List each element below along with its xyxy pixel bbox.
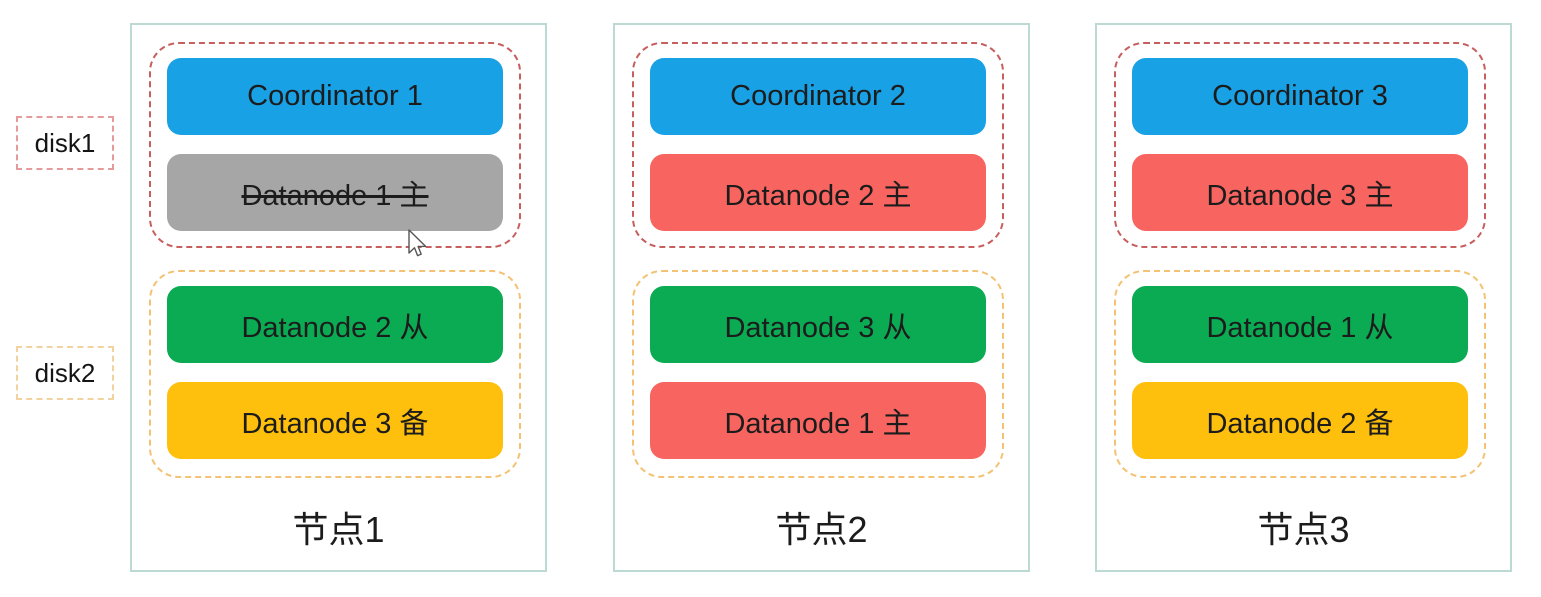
node-3-disk1-group: Coordinator 3 Datanode 3 主 bbox=[1114, 42, 1486, 248]
datanode-3-primary-box: Datanode 3 主 bbox=[1132, 154, 1468, 231]
node-3-container: Coordinator 3 Datanode 3 主 Datanode 1 从 … bbox=[1095, 23, 1512, 572]
datanode-3-secondary-box: Datanode 3 备 bbox=[167, 382, 503, 459]
datanode-1-primary-box: Datanode 1 主 bbox=[650, 382, 986, 459]
disk2-label: disk2 bbox=[16, 346, 114, 400]
node-3-label: 节点3 bbox=[1257, 509, 1350, 550]
coordinator-2-box: Coordinator 2 bbox=[650, 58, 986, 135]
coordinator-1-box: Coordinator 1 bbox=[167, 58, 503, 135]
node-2-disk1-group: Coordinator 2 Datanode 2 主 bbox=[632, 42, 1004, 248]
node-1-container: Coordinator 1 Datanode 1 主 Datanode 2 从 … bbox=[130, 23, 547, 572]
node-2-label: 节点2 bbox=[775, 509, 868, 550]
datanode-2-standby-box: Datanode 2 从 bbox=[167, 286, 503, 363]
datanode-1-standby-box: Datanode 1 从 bbox=[1132, 286, 1468, 363]
node-2-container: Coordinator 2 Datanode 2 主 Datanode 3 从 … bbox=[613, 23, 1030, 572]
datanode-2-primary-box: Datanode 2 主 bbox=[650, 154, 986, 231]
disk1-label: disk1 bbox=[16, 116, 114, 170]
datanode-1-primary-failed-box: Datanode 1 主 bbox=[167, 154, 503, 231]
coordinator-3-box: Coordinator 3 bbox=[1132, 58, 1468, 135]
node-1-disk1-group: Coordinator 1 Datanode 1 主 bbox=[149, 42, 521, 248]
datanode-2-secondary-box: Datanode 2 备 bbox=[1132, 382, 1468, 459]
node-2-disk2-group: Datanode 3 从 Datanode 1 主 bbox=[632, 270, 1004, 478]
node-1-label: 节点1 bbox=[292, 509, 385, 550]
datanode-3-standby-box: Datanode 3 从 bbox=[650, 286, 986, 363]
node-1-disk2-group: Datanode 2 从 Datanode 3 备 bbox=[149, 270, 521, 478]
node-3-disk2-group: Datanode 1 从 Datanode 2 备 bbox=[1114, 270, 1486, 478]
